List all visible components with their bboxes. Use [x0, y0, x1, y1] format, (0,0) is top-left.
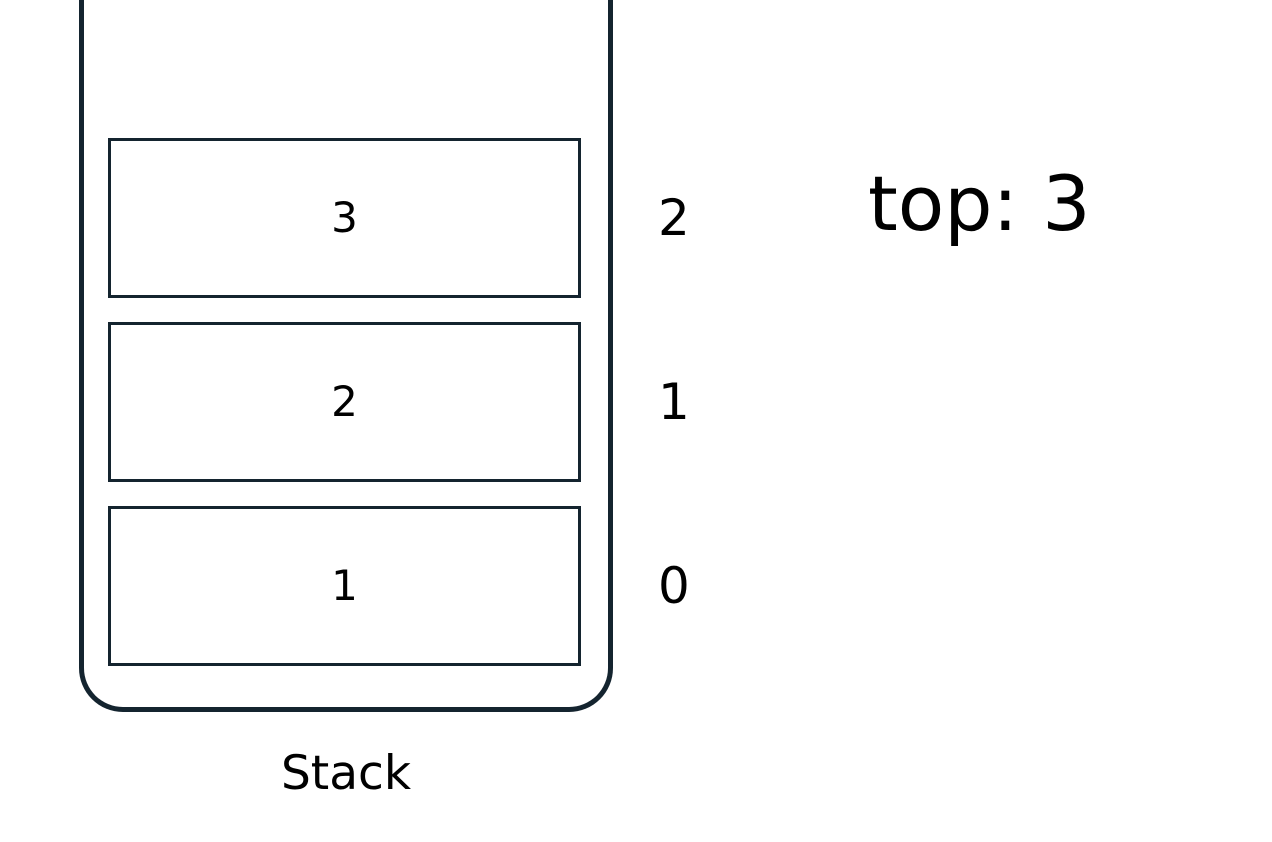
top-pointer-annotation: top: 3 [868, 159, 1091, 248]
stack-index-label: 1 [658, 373, 690, 431]
stack-container-outline [79, 0, 613, 712]
stack-cell-value: 3 [331, 193, 358, 242]
stack-cell: 3 [108, 138, 581, 298]
stack-cell: 1 [108, 506, 581, 666]
stack-cell-value: 2 [331, 377, 358, 426]
stack-caption: Stack [280, 746, 412, 801]
stack-index-label: 0 [658, 557, 690, 615]
stack-cell-value: 1 [331, 561, 358, 610]
stack-index-label: 2 [658, 189, 690, 247]
stack-cell: 2 [108, 322, 581, 482]
